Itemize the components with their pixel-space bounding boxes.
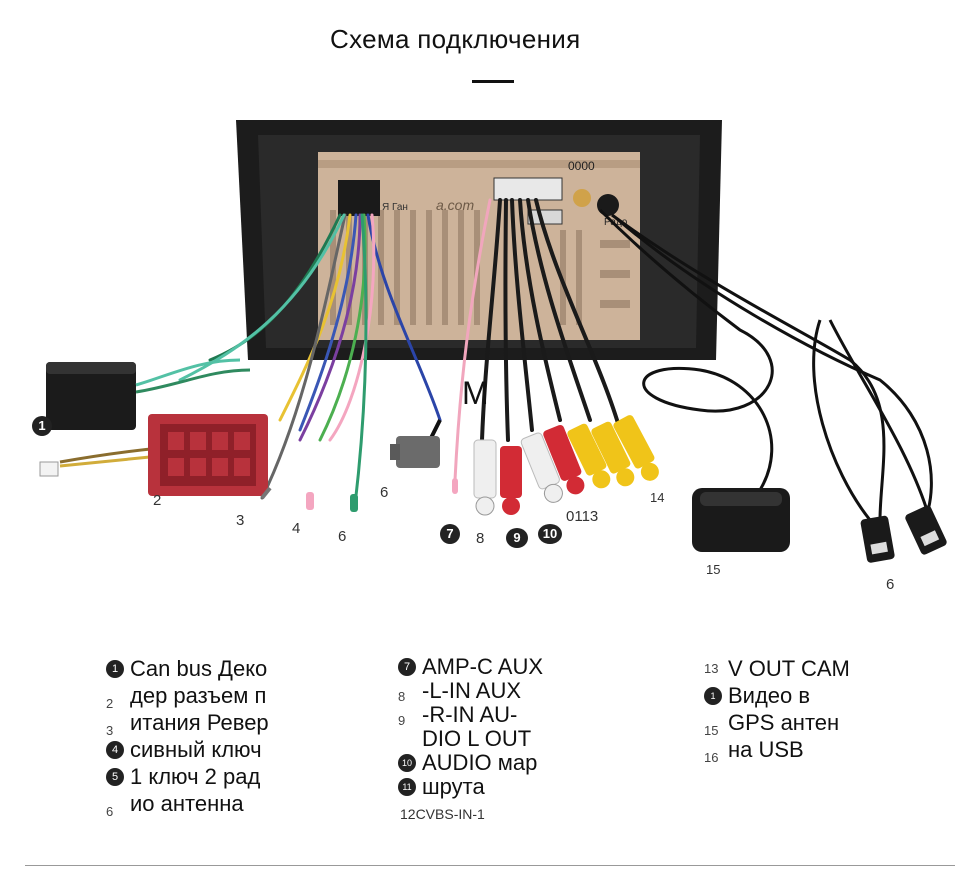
legend-item: 8 -L-IN AUX	[398, 678, 558, 705]
can-label: Я Ган	[382, 202, 408, 213]
legend-item: 1 Видео в	[704, 682, 870, 709]
legend-item: 3 итания Ревер	[106, 709, 306, 738]
legend-item: 5 1 ключ 2 рад	[106, 763, 306, 790]
footer-divider	[25, 865, 955, 866]
page-title: Схема подключения	[330, 24, 581, 54]
legend-marker: 2	[106, 696, 114, 711]
multi-socket	[493, 177, 563, 201]
legend-item: 6 ио антенна	[106, 790, 306, 817]
legend-item: 10 AUDIO мар	[398, 751, 558, 775]
av-harness-wires	[453, 198, 622, 482]
legend-item: 2 дер разъем п	[106, 682, 306, 711]
callout-10: 10	[538, 524, 562, 544]
power-socket	[338, 180, 380, 216]
legend-marker: 7	[398, 658, 416, 676]
radio-antenna-adapter	[390, 419, 442, 468]
callout-9: 9	[506, 528, 528, 548]
title-underline	[472, 80, 514, 83]
head-unit: Я Ган a.com 0000 Радо	[236, 120, 722, 360]
legend-item: 4 сивный ключ	[106, 736, 306, 763]
brand-label: a.com	[436, 197, 474, 213]
legend-marker: 10	[398, 754, 416, 772]
legend-item: 1 Can bus Деко	[106, 655, 306, 682]
legend-marker: 1	[704, 687, 722, 705]
wire-tips	[260, 478, 458, 512]
legend-marker: 5	[106, 768, 124, 786]
rca-connectors	[473, 415, 659, 516]
legend-text: DIO L OUT	[422, 726, 532, 751]
legend-text: на USB	[728, 737, 804, 762]
legend-text: дер разъем п	[130, 683, 267, 708]
legend-text: итания Ревер	[130, 710, 269, 735]
callout-16: 6	[886, 576, 895, 593]
legend-column-2: 7 AMP-C AUX 8 -L-IN AUX 9 -R-IN AU- DIO L O…	[398, 655, 558, 799]
legend-column-1: 1 Can bus Деко 2 дер разъем п 3 итания Реве…	[106, 655, 306, 817]
gps-cable	[598, 208, 774, 491]
callout-15: 15	[706, 562, 721, 577]
legend-marker: 4	[106, 741, 124, 759]
legend-text: -R-IN AU-	[422, 702, 518, 727]
legend-text: V OUT CAM	[728, 656, 850, 681]
legend-text: ио антенна	[130, 791, 244, 816]
legend-item: 11 шрута	[398, 775, 558, 799]
usb-cables	[611, 213, 933, 521]
legend-text: AMP-C AUX	[422, 655, 544, 679]
legend-text: Can bus Деко	[130, 656, 268, 681]
callout-4: 4	[292, 520, 301, 537]
legend-text: Видео в	[728, 683, 811, 708]
legend-item: 13 V OUT CAM	[704, 655, 870, 682]
callout-6-antenna: 6	[380, 484, 389, 501]
radio-label: Радо	[604, 217, 628, 228]
legend-text: AUDIO мар	[422, 750, 538, 775]
legend-marker: 9	[398, 713, 406, 728]
power-connector	[148, 414, 268, 496]
code-label: 0000	[568, 159, 595, 173]
legend-text: GPS антен	[728, 710, 840, 735]
callout-2: 2	[153, 492, 162, 509]
legend-marker: 11	[398, 778, 416, 796]
legend-marker: 15	[704, 723, 719, 738]
callout-8: 8	[476, 530, 485, 547]
legend-item: 15 GPS антен	[704, 709, 870, 738]
legend-footer: 12CVBS-IN-1	[400, 806, 485, 822]
callout-14: 14	[650, 490, 665, 505]
legend-text: 1 ключ 2 рад	[130, 764, 261, 789]
legend-item: 9 -R-IN AU-	[398, 702, 558, 729]
legend-item: 7 AMP-C AUX	[398, 655, 558, 679]
legend-marker: 13	[704, 661, 719, 676]
radio-antenna-socket	[597, 194, 619, 216]
callout-0113: 0113	[566, 508, 599, 525]
legend-marker: 8	[398, 689, 406, 704]
legend-marker: 3	[106, 723, 114, 738]
center-letter: M	[462, 375, 489, 411]
legend-item: 16 на USB	[704, 736, 870, 763]
legend-marker: 6	[106, 804, 114, 817]
legend-marker: 16	[704, 750, 719, 763]
legend-text: шрута	[422, 774, 485, 799]
callout-3: 3	[236, 512, 245, 529]
power-harness-wires	[178, 213, 442, 507]
gps-antenna	[692, 488, 790, 552]
callout-7: 7	[440, 524, 460, 544]
legend-text: -L-IN AUX	[422, 678, 522, 703]
legend-marker: 1	[106, 660, 124, 678]
legend-item: DIO L OUT	[398, 727, 558, 751]
callout-1: 1	[32, 416, 52, 436]
callout-6-green: 6	[338, 528, 347, 545]
legend-text: сивный ключ	[130, 737, 262, 762]
usb-plugs	[860, 505, 947, 563]
legend-column-3: 13 V OUT CAM 1 Видео в 15 GPS антен 16 на US…	[704, 655, 870, 763]
